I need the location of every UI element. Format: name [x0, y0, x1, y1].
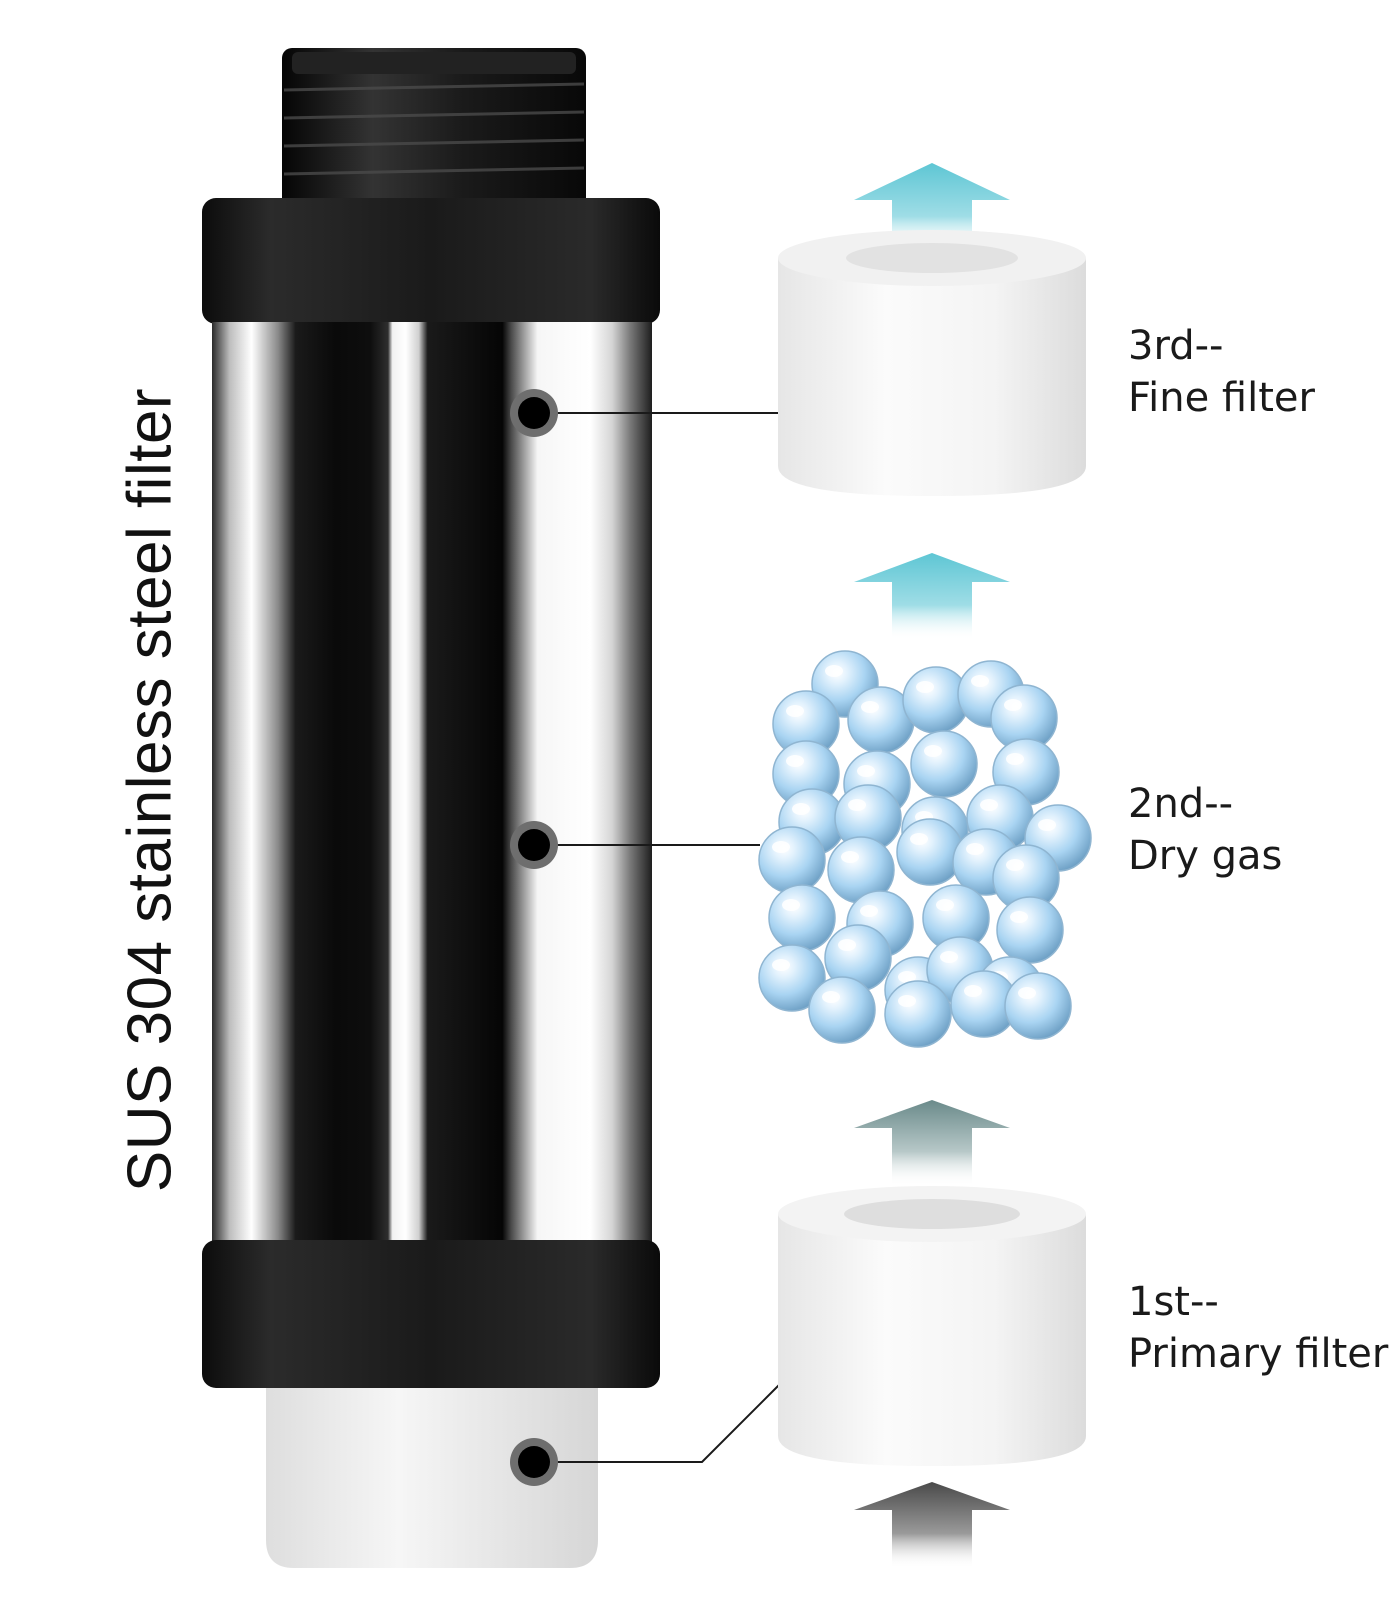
- bottom-insert: [266, 1388, 598, 1568]
- bead-highlight: [980, 799, 998, 811]
- flow-arrow-top-icon: [854, 163, 1010, 252]
- bead-highlight: [822, 991, 840, 1003]
- steel-body: [212, 322, 652, 1252]
- bead-highlight: [964, 985, 982, 997]
- leader-line-primary: [534, 1383, 781, 1463]
- bead-highlight: [898, 995, 916, 1007]
- fine-filter-sponge: [778, 230, 1086, 496]
- flow-arrow-lower-icon: [854, 1100, 1010, 1186]
- bead-highlight: [940, 951, 958, 963]
- bead-highlight: [1006, 753, 1024, 765]
- bead-highlight: [898, 971, 916, 983]
- bead: [768, 884, 836, 952]
- dry-gas-beads: [758, 650, 1092, 1048]
- bead: [910, 730, 978, 798]
- bead: [884, 980, 952, 1048]
- bead-highlight: [841, 851, 859, 863]
- filter-housing: [202, 48, 660, 1568]
- bead-highlight: [910, 833, 928, 845]
- stage-label-primary: 1st-- Primary filter: [1128, 1276, 1388, 1380]
- bead-highlight: [786, 755, 804, 767]
- stage-order-primary: 1st--: [1128, 1279, 1219, 1325]
- flow-arrow-upper-icon: [854, 553, 1010, 640]
- bead-highlight: [1004, 699, 1022, 711]
- stage-order-dry: 2nd--: [1128, 781, 1234, 827]
- marker-dots: [510, 389, 558, 1486]
- bead-highlight: [971, 675, 989, 687]
- bead-highlight: [782, 899, 800, 911]
- top-cap: [202, 198, 660, 324]
- bead-highlight: [825, 665, 843, 677]
- bead-highlight: [1006, 859, 1024, 871]
- stage-order-fine: 3rd--: [1128, 323, 1224, 369]
- bead-highlight: [1010, 911, 1028, 923]
- stage-name-primary: Primary filter: [1128, 1331, 1389, 1377]
- stage-label-dry: 2nd-- Dry gas: [1128, 778, 1282, 882]
- bead-highlight: [857, 765, 875, 777]
- bead-highlight: [772, 959, 790, 971]
- bead-highlight: [1018, 987, 1036, 999]
- stage-name-dry: Dry gas: [1128, 833, 1283, 879]
- threaded-connector: [282, 48, 586, 216]
- bead-highlight: [792, 803, 810, 815]
- bead: [808, 976, 876, 1044]
- leader-lines: [534, 412, 781, 1463]
- bead: [996, 896, 1064, 964]
- bead-highlight: [916, 681, 934, 693]
- bead-highlight: [936, 899, 954, 911]
- bead-highlight: [924, 745, 942, 757]
- stage-label-fine: 3rd-- Fine filter: [1128, 320, 1315, 424]
- bead: [758, 826, 826, 894]
- bead-highlight: [966, 843, 984, 855]
- bead-highlight: [786, 705, 804, 717]
- bead-highlight: [838, 939, 856, 951]
- product-title: SUS 304 stainless steel filter: [115, 387, 185, 1193]
- bead-highlight: [848, 799, 866, 811]
- bead: [896, 818, 964, 886]
- stage-name-fine: Fine filter: [1128, 375, 1315, 421]
- bead: [1004, 972, 1072, 1040]
- flow-arrow-bottom-icon: [854, 1482, 1010, 1568]
- bead-highlight: [861, 701, 879, 713]
- bead-highlight: [772, 841, 790, 853]
- primary-filter-sponge: [778, 1186, 1086, 1466]
- bead-highlight: [860, 905, 878, 917]
- bottom-cap: [202, 1240, 660, 1388]
- bead-highlight: [1038, 819, 1056, 831]
